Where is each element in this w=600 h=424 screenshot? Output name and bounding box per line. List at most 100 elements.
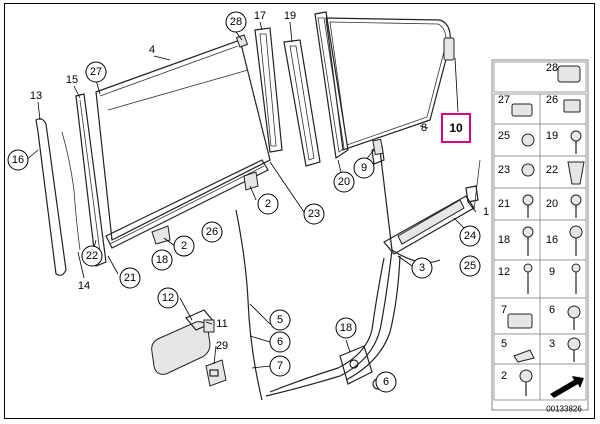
grid-cell-3[interactable]: 3 [539, 333, 587, 365]
callout-26-label: 26 [206, 226, 218, 238]
grid-cell-9[interactable]: 9 [539, 259, 587, 299]
grid-cell-25[interactable]: 25 [493, 123, 541, 157]
callout-5[interactable]: 5 [269, 309, 291, 331]
callout-21-label: 21 [124, 272, 136, 284]
grid-cell-20[interactable]: 20 [539, 187, 587, 221]
bracket-2a[interactable] [243, 171, 259, 191]
guide-rail-17[interactable] [254, 27, 283, 153]
callout-3[interactable]: 3 [411, 257, 433, 279]
connector-29[interactable] [205, 359, 227, 387]
grid-cell-12[interactable]: 12 [493, 259, 541, 299]
grid-label-7: 7 [501, 304, 507, 316]
grid-label-18: 18 [498, 234, 510, 246]
grid-cell-23[interactable]: 23 [493, 155, 541, 189]
callout-6b-label: 6 [383, 376, 389, 388]
highlight-box [441, 113, 471, 143]
grid-label-12: 12 [498, 266, 510, 278]
callout-7[interactable]: 7 [269, 355, 291, 377]
grid-cell-16[interactable]: 16 [539, 219, 587, 261]
grid-label-21: 21 [498, 198, 510, 210]
callout-7-label: 7 [277, 360, 283, 372]
callout-26[interactable]: 26 [201, 221, 223, 243]
grid-label-23: 23 [498, 164, 510, 176]
guide-rail-19[interactable] [283, 39, 321, 167]
grid-label-3: 3 [549, 338, 555, 350]
direction-arrow-icon [550, 376, 584, 398]
label-29: 29 [216, 340, 228, 352]
grid-cell-18[interactable]: 18 [493, 219, 541, 261]
callout-18b-label: 18 [340, 322, 352, 334]
callout-16[interactable]: 16 [7, 149, 29, 171]
callout-20a[interactable]: 20 [333, 171, 355, 193]
callout-2b-label: 2 [181, 240, 187, 252]
grid-label-20: 20 [546, 198, 558, 210]
grid-cell-2[interactable]: 2 [493, 363, 541, 401]
cable-14[interactable] [61, 131, 81, 251]
callout-2b[interactable]: 2 [173, 235, 195, 257]
grid-label-22: 22 [546, 164, 558, 176]
label-4: 4 [149, 44, 155, 56]
callout-5-label: 5 [277, 314, 283, 326]
callout-18b[interactable]: 18 [335, 317, 357, 339]
grid-cell-21[interactable]: 21 [493, 187, 541, 221]
grid-cell-7[interactable]: 7 [493, 297, 541, 335]
seal-13[interactable] [35, 118, 67, 276]
grid-cell-6[interactable]: 6 [539, 297, 587, 335]
callout-2a[interactable]: 2 [257, 193, 279, 215]
grid-cell-22[interactable]: 22 [539, 155, 587, 189]
roller-blind[interactable] [95, 34, 271, 249]
callout-27[interactable]: 27 [85, 61, 107, 83]
callout-18a[interactable]: 18 [151, 249, 173, 271]
callout-22-label: 22 [86, 250, 98, 262]
cable-harness[interactable] [235, 209, 401, 401]
callout-3-label: 3 [419, 262, 425, 274]
callout-25-label: 25 [464, 260, 476, 272]
fastener-grid: 28 27 26 25 19 [491, 59, 589, 414]
window-frame-seal[interactable] [314, 11, 349, 160]
callout-21[interactable]: 21 [119, 267, 141, 289]
window-glass[interactable] [325, 17, 451, 151]
callout-22[interactable]: 22 [81, 245, 103, 267]
grid-cell-19[interactable]: 19 [539, 123, 587, 157]
callout-2a-label: 2 [265, 198, 271, 210]
bracket-2b[interactable] [151, 225, 171, 245]
callout-6b[interactable]: 6 [375, 371, 397, 393]
diagram-frame [4, 3, 595, 419]
grid-label-25: 25 [498, 130, 510, 142]
callout-28[interactable]: 28 [225, 11, 247, 33]
callout-12-label: 12 [162, 292, 174, 304]
image-id: 00133826 [546, 405, 582, 414]
callout-20a-label: 20 [338, 176, 350, 188]
guide-15[interactable] [75, 93, 107, 267]
callout-12[interactable]: 12 [157, 287, 179, 309]
highlighted-label: 10 [449, 121, 463, 135]
grid-cell-5[interactable]: 5 [493, 333, 541, 365]
grid-cell-26[interactable]: 26 [539, 93, 587, 125]
callout-23[interactable]: 23 [303, 203, 325, 225]
leader-lines [23, 21, 477, 384]
label-17: 17 [254, 10, 266, 22]
grid-label-16: 16 [546, 234, 558, 246]
callout-24[interactable]: 24 [459, 225, 481, 247]
label-13: 13 [30, 90, 42, 102]
callout-25[interactable]: 25 [459, 255, 481, 277]
label-19: 19 [284, 10, 296, 22]
window-regulator[interactable] [371, 145, 481, 263]
grid-label-26: 26 [546, 94, 558, 106]
grid-cell-27[interactable]: 27 [493, 93, 541, 125]
callout-6a[interactable]: 6 [269, 331, 291, 353]
label-8: 8 [421, 122, 427, 134]
grid-label-2: 2 [501, 370, 507, 382]
glass-clip[interactable] [443, 37, 459, 113]
motor[interactable] [151, 309, 215, 375]
grid-cell-28[interactable]: 28 [493, 61, 587, 93]
label-14: 14 [78, 280, 90, 292]
fastener-near-9[interactable] [372, 138, 384, 156]
callout-18a-label: 18 [156, 254, 168, 266]
callout-9[interactable]: 9 [353, 157, 375, 179]
highlighted-part-10[interactable]: 10 [441, 113, 471, 143]
grid-label-9: 9 [549, 266, 555, 278]
grid-cell-arrow [539, 363, 587, 401]
